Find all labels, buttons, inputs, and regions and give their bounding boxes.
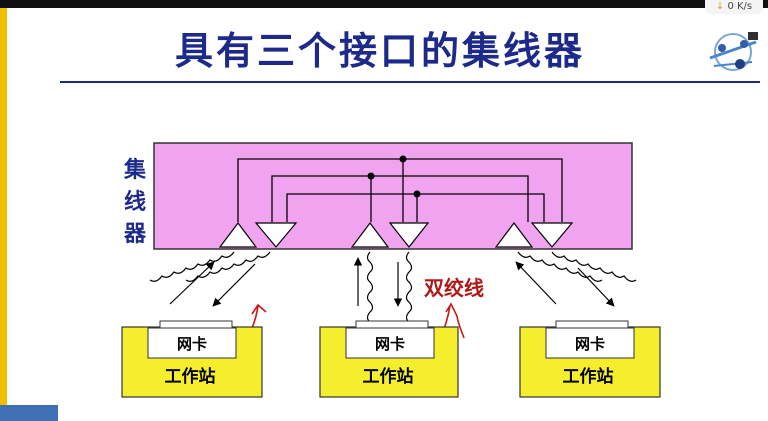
workstation-2: 网卡 工作站 xyxy=(319,320,459,398)
nic-box xyxy=(545,327,635,359)
bottom-left-strip xyxy=(0,405,58,421)
twisted-pair-cables xyxy=(149,251,637,323)
nic-label: 网卡 xyxy=(575,335,605,353)
speed-indicator: ↓ 0 K/s xyxy=(705,0,763,14)
workstation-3: 网卡 工作站 xyxy=(519,320,661,398)
nic-connector xyxy=(555,320,629,329)
nic-connector xyxy=(159,320,233,329)
nic-label: 网卡 xyxy=(375,335,405,353)
hub-label-char: 集 xyxy=(123,158,146,183)
nic-label: 网卡 xyxy=(177,335,207,353)
page-title: 具有三个接口的集线器 xyxy=(174,29,585,73)
workstation-1: 网卡 工作站 xyxy=(121,320,263,398)
title-underline xyxy=(60,81,760,83)
workstation-label: 工作站 xyxy=(363,366,414,387)
speed-value: 0 xyxy=(727,1,734,12)
workstation-label: 工作站 xyxy=(563,366,614,387)
signal-arrows xyxy=(169,257,615,307)
twisted-pair-label: 双绞线 xyxy=(424,276,484,300)
junction-dots xyxy=(367,155,421,198)
nic-box xyxy=(147,327,237,359)
hub-label-char: 器 xyxy=(123,222,146,247)
speed-unit: K/s xyxy=(737,1,753,12)
nic-box xyxy=(345,327,435,359)
nic-connector xyxy=(355,320,429,329)
workstation-label: 工作站 xyxy=(165,366,216,387)
port-triangles xyxy=(218,222,574,248)
network-logo-icon xyxy=(709,32,758,71)
download-arrow-icon: ↓ xyxy=(715,1,725,12)
hub-label: 集 线 器 xyxy=(120,155,150,251)
hub-label-char: 线 xyxy=(123,190,146,215)
top-bar xyxy=(0,0,768,8)
left-accent-bar xyxy=(0,8,7,421)
